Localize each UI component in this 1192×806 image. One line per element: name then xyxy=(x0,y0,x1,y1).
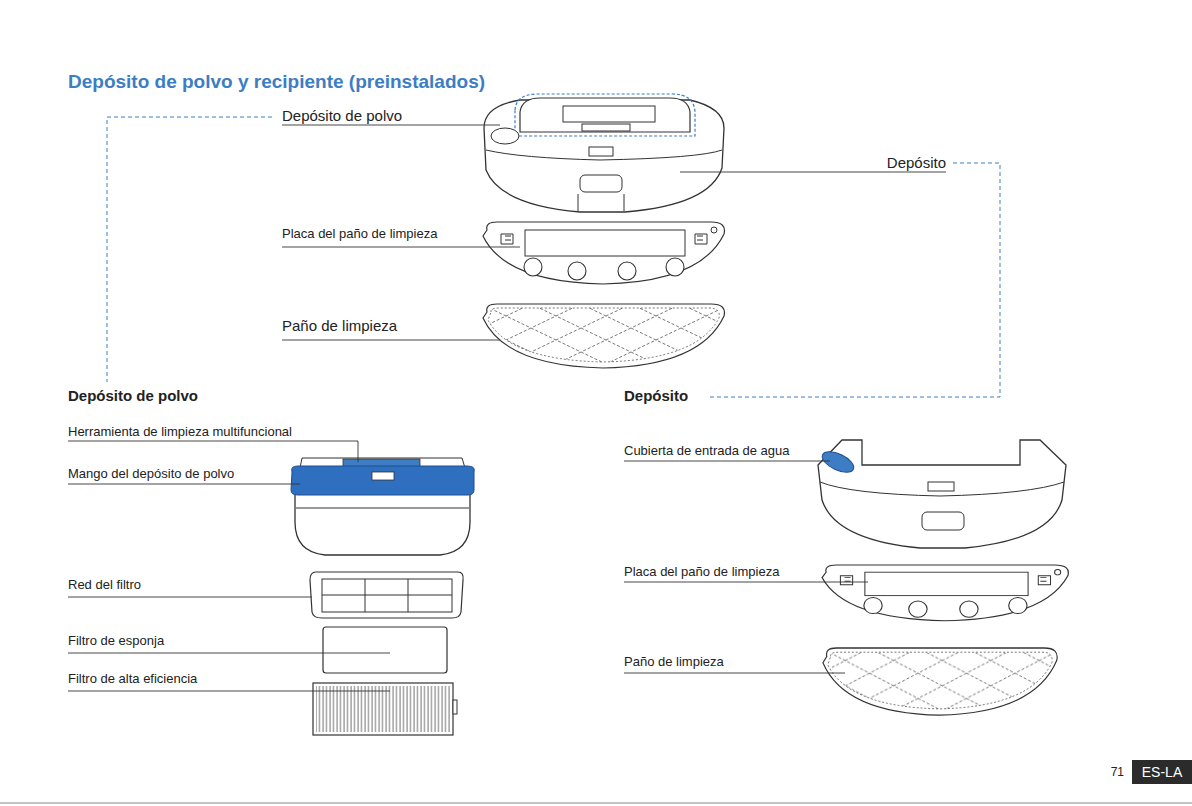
dust-bin xyxy=(291,458,474,555)
tab-text: ES-LA xyxy=(1142,764,1182,780)
mop-cloth xyxy=(481,304,731,374)
section-heading: Depósito de polvo xyxy=(68,387,198,405)
part-label: Placa del paño de limpieza xyxy=(624,564,779,580)
leader-lines xyxy=(68,125,946,691)
dashed-brackets xyxy=(107,117,1000,397)
part-label: Cubierta de entrada de agua xyxy=(624,443,790,459)
page-title: Depósito de polvo y recipiente (preinsta… xyxy=(68,71,485,94)
mop-cloth xyxy=(821,648,1064,722)
water-tank xyxy=(818,440,1066,548)
assembled-unit xyxy=(484,94,724,212)
filter-net xyxy=(310,572,463,618)
part-label: Mango del depósito de polvo xyxy=(68,466,234,482)
language-tab: ES-LA xyxy=(1132,760,1192,784)
part-label: Filtro de esponja xyxy=(68,633,164,649)
part-label: Depósito de polvo xyxy=(282,107,402,125)
part-label: Paño de limpieza xyxy=(624,654,724,670)
part-label: Paño de limpieza xyxy=(282,317,397,335)
page-number: 71 xyxy=(1111,765,1124,779)
part-label: Depósito xyxy=(887,154,946,172)
part-label: Filtro de alta eficiencia xyxy=(68,671,197,687)
mop-plate xyxy=(822,565,1068,621)
sponge-filter xyxy=(323,627,447,673)
section-heading: Depósito xyxy=(624,387,688,405)
part-label: Red del filtro xyxy=(68,577,141,593)
mop-plate xyxy=(483,222,724,284)
part-label: Placa del paño de limpieza xyxy=(282,226,437,242)
page-rule xyxy=(0,803,1192,804)
part-label: Herramienta de limpieza multifuncional xyxy=(68,424,292,440)
